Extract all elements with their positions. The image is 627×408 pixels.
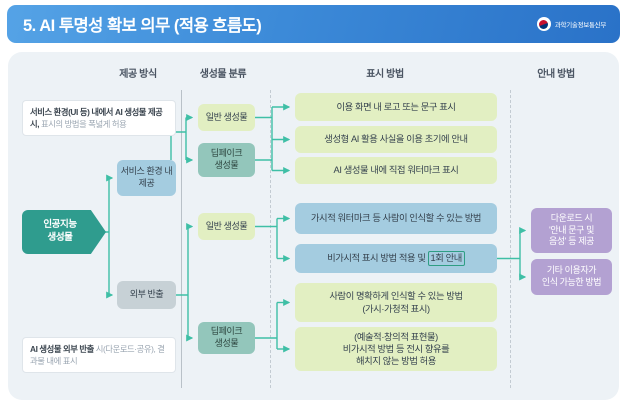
divider-solid — [181, 90, 182, 388]
node-ai-output: 인공지능 생성물 — [22, 210, 106, 254]
page-title: 5. AI 투명성 확보 의무 (적용 흐름도) — [23, 17, 262, 35]
node-display-artistic: (예술적·창의적 표현물) 비가시적 방법 등 전시 향유를 해치지 않는 방법… — [295, 327, 497, 371]
taegeuk-icon — [536, 17, 551, 31]
node-deepfake-1: 딥페이크 생성물 — [198, 143, 255, 177]
node-guide-download: 다운로드 시 '안내 문구 및 음성' 등 제공 — [531, 208, 612, 253]
diagram-panel: 제공 방식 생성물 분류 표시 방법 안내 방법 — [8, 52, 619, 400]
note-service-environment: 서비스 환경(UI 등) 내에서 AI 생성물 제공 시, 표시의 방법을 폭넓… — [22, 100, 176, 137]
node-display-watermark: AI 생성물 내에 직접 워터마크 표시 — [295, 157, 497, 184]
column-header-display: 표시 방법 — [366, 69, 404, 80]
node-general-2: 일반 생성물 — [198, 213, 255, 240]
node-in-service: 서비스 환경 내 제공 — [117, 160, 176, 196]
node-display-logo: 이용 화면 내 로고 또는 문구 표시 — [295, 93, 497, 121]
column-header-guide: 안내 방법 — [537, 69, 575, 80]
node-display-notice: 생성형 AI 활용 사실을 이용 초기에 안내 — [295, 126, 497, 153]
once-notice-highlight: 1회 안내 — [427, 251, 465, 266]
connector-root-trunk — [104, 178, 110, 295]
column-header-classify: 생성물 분류 — [199, 69, 247, 80]
node-display-clear: 사람이 명확하게 인식할 수 있는 방법 (가시·가청적 표시) — [295, 283, 497, 322]
note-top-light: 표시의 방법을 폭넓게 허용 — [39, 119, 127, 130]
divider-dashed-2 — [510, 90, 511, 388]
node-export: 외부 반출 — [117, 281, 176, 309]
note-top-dark: 서비스 환경(UI 등) 내에서 AI 생성물 제공 시, — [30, 107, 163, 130]
node-display-visible: 가시적 워터마크 등 사람이 인식할 수 있는 방법 — [295, 203, 497, 234]
connector-deepfake2-trunk — [255, 302, 278, 349]
note-bottom-light: 시(다운로드·공유), 결과물 내에 표시 — [30, 344, 165, 367]
ministry-logo: 과학기술정보통신부 — [536, 17, 606, 31]
header-bar: 5. AI 투명성 확보 의무 (적용 흐름도) 과학기술정보통신부 — [7, 5, 620, 43]
node-display-invisible: 비가시적 표시 방법 적용 및 1회 안내 — [295, 244, 497, 273]
node-guide-other: 기타 이용자가 인식 가능한 방법 — [531, 259, 612, 295]
note-external-export: AI 생성물 외부 반출 시(다운로드·공유), 결과물 내에 표시 — [22, 337, 176, 374]
connector-export-trunk — [176, 226, 189, 338]
ministry-name: 과학기술정보통신부 — [554, 22, 606, 29]
divider-dashed-1 — [270, 90, 271, 388]
note-bottom-dark: AI 생성물 외부 반출 — [30, 344, 94, 354]
node-deepfake-2: 딥페이크 생성물 — [198, 322, 255, 354]
connector-invisible-trunk — [497, 230, 521, 277]
column-header-provide: 제공 방식 — [119, 69, 157, 80]
node-general-1: 일반 생성물 — [198, 104, 255, 131]
connector-general2-trunk — [255, 218, 278, 259]
